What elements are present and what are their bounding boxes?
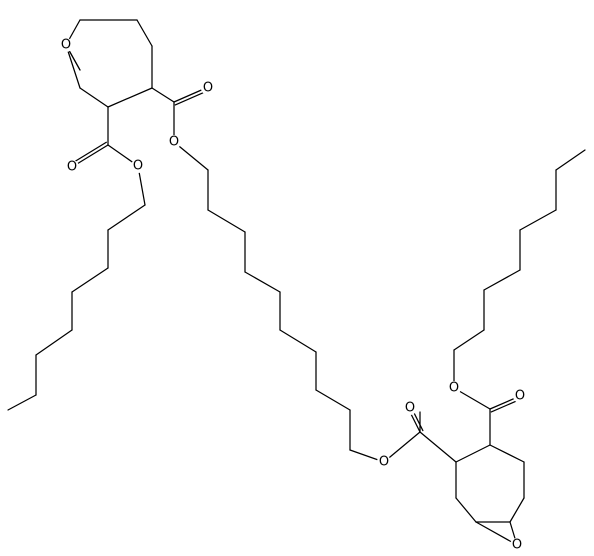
single-bond xyxy=(509,497,525,523)
oxygen-atom-label: O xyxy=(67,160,77,175)
single-bond xyxy=(383,431,421,463)
single-bond xyxy=(65,44,81,89)
single-bond xyxy=(35,329,73,356)
single-bond xyxy=(315,389,351,411)
atom-label-background xyxy=(167,135,181,149)
oxygen-atom-label: O xyxy=(169,135,179,150)
double-bond xyxy=(412,409,424,432)
atom-label-background xyxy=(510,538,524,552)
double-bond xyxy=(173,87,207,103)
atom-label-background xyxy=(65,160,79,174)
single-bond xyxy=(244,271,281,293)
double-bond xyxy=(409,411,421,433)
single-bond xyxy=(483,269,521,291)
single-bond xyxy=(489,444,525,463)
oxygen-atom-label: O xyxy=(61,38,71,53)
atom-label-background xyxy=(59,38,73,52)
single-bond xyxy=(279,329,317,353)
single-bond xyxy=(555,149,586,171)
single-bond xyxy=(455,444,491,463)
single-bond xyxy=(151,87,175,103)
atom-label-layer: O O O O O O O O O O xyxy=(59,38,527,553)
oxygen-atom-label: O xyxy=(379,455,389,470)
single-bond xyxy=(136,19,153,47)
oxygen-atom-label: O xyxy=(133,159,143,174)
single-bond xyxy=(7,394,37,411)
atom-label-background xyxy=(201,81,215,95)
single-bond xyxy=(107,87,153,108)
single-bond xyxy=(107,204,146,231)
double-bond xyxy=(69,141,107,165)
single-bond xyxy=(419,431,457,463)
double-bond xyxy=(71,144,109,168)
single-bond xyxy=(519,209,557,231)
oxygen-atom-label: O xyxy=(515,389,525,404)
oxygen-atom-label: O xyxy=(203,81,213,96)
oxygen-atom-label: O xyxy=(405,401,415,416)
atom-label-background xyxy=(377,455,391,469)
atom-label-background xyxy=(131,159,145,173)
atom-label-background xyxy=(403,401,417,415)
single-bond xyxy=(173,141,209,171)
oxygen-atom-label: O xyxy=(449,381,459,396)
single-bond xyxy=(475,521,518,546)
atom-label-background xyxy=(513,389,527,403)
single-bond xyxy=(71,267,109,293)
atom-label-background xyxy=(447,381,461,395)
double-bond xyxy=(174,90,208,106)
single-bond xyxy=(455,497,477,523)
single-bond xyxy=(79,87,109,108)
single-bond xyxy=(453,329,485,351)
oxygen-atom-label: O xyxy=(512,538,522,553)
single-bond xyxy=(207,209,246,233)
bond-layer xyxy=(7,19,586,546)
